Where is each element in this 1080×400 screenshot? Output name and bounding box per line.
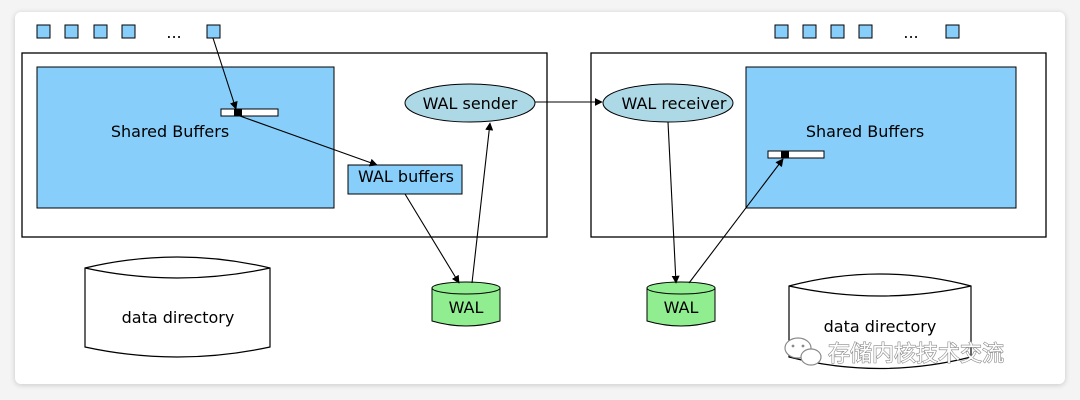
page-slot	[774, 24, 789, 39]
primary-data-directory: data directory	[84, 256, 271, 358]
primary-buffer-page	[220, 108, 279, 117]
arrow-slot-to-buffer	[212, 37, 238, 110]
primary-server: Shared Buffers WAL buffers WAL sender	[21, 52, 548, 238]
flow-arrows	[212, 37, 784, 284]
page-slot	[121, 24, 136, 39]
primary-buffer-page-marker	[234, 109, 242, 116]
standby-wal-body	[646, 287, 716, 327]
primary-data-directory-rim	[84, 267, 271, 279]
arrow-buffer-to-wal-buffers	[239, 115, 378, 167]
watermark: 存储内核技术交流	[784, 337, 1005, 368]
primary-page-slots: ...	[36, 23, 221, 42]
arrow-wal-buffers-to-wal	[404, 193, 460, 284]
wechat-icon	[784, 337, 822, 366]
standby-shared-buffers	[745, 66, 1017, 209]
primary-data-directory-label: data directory	[122, 308, 235, 327]
primary-wal-disk: WAL	[431, 281, 501, 327]
standby-page-slots: ...	[774, 23, 960, 42]
page-slots-ellipsis: ...	[166, 23, 181, 42]
standby-buffer-page-marker	[781, 151, 789, 158]
primary-shared-buffers	[36, 66, 335, 209]
watermark-text: 存储内核技术交流	[828, 342, 1004, 367]
primary-wal-label: WAL	[449, 298, 484, 317]
wal-sender	[404, 83, 536, 123]
standby-data-directory-rim	[788, 285, 972, 297]
wal-buffers-label: WAL buffers	[358, 167, 454, 186]
arrow-wal-to-standby-buffer	[688, 158, 784, 284]
standby-wal-label: WAL	[664, 298, 699, 317]
arrow-receiver-to-wal	[667, 121, 680, 284]
primary-wal-body	[431, 287, 501, 327]
standby-data-directory-shape	[788, 273, 972, 370]
standby-server: Shared Buffers WAL receiver	[590, 52, 1047, 238]
page-slot	[858, 24, 873, 39]
page-slot	[36, 24, 51, 39]
standby-wal-top	[646, 281, 716, 295]
wal-sender-label: WAL sender	[423, 94, 518, 113]
page-slot	[830, 24, 845, 39]
standby-buffer-page	[767, 150, 825, 159]
wal-receiver-label: WAL receiver	[622, 94, 727, 113]
standby-data-directory: data directory	[788, 273, 972, 370]
primary-data-directory-shape	[84, 256, 271, 358]
page-slot	[206, 24, 221, 39]
page-slot	[802, 24, 817, 39]
standby-shared-buffers-label: Shared Buffers	[806, 122, 924, 141]
page-slot	[945, 24, 960, 39]
page-slot	[64, 24, 79, 39]
primary-shared-buffers-label: Shared Buffers	[111, 122, 229, 141]
arrow-wal-to-sender	[471, 122, 494, 284]
page-slot	[93, 24, 108, 39]
primary-wal-top	[431, 281, 501, 295]
wal-buffers	[347, 164, 463, 195]
standby-data-directory-label: data directory	[824, 317, 937, 336]
standby-wal-disk: WAL	[646, 281, 716, 327]
page-slots-ellipsis: ...	[903, 23, 918, 42]
